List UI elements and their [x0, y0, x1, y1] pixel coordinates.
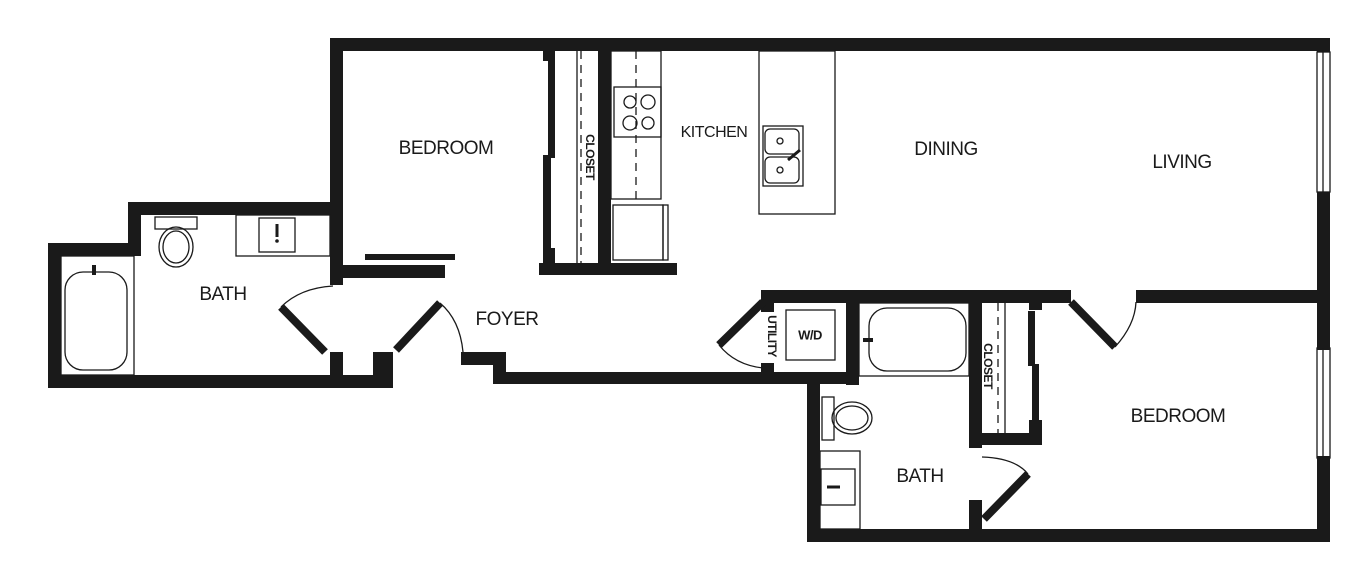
room-label-foyer: FOYER: [475, 309, 539, 330]
doors: [278, 285, 1137, 522]
room-label-living: LIVING: [1152, 152, 1212, 173]
room-label-bath-1: BATH: [199, 284, 247, 305]
room-label-kitchen: KITCHEN: [680, 124, 748, 141]
room-label-utility: UTILITY: [765, 315, 779, 357]
fixtures: [60, 50, 1006, 530]
room-label-bedroom-2: BEDROOM: [1130, 406, 1226, 427]
room-label-closet-2: CLOSET: [981, 343, 995, 389]
room-label-bath-2: BATH: [896, 466, 944, 487]
windows: [1316, 51, 1331, 459]
room-label-dining: DINING: [914, 139, 978, 160]
room-label-bedroom-1: BEDROOM: [398, 138, 494, 159]
room-label-closet-1: CLOSET: [583, 134, 597, 180]
walls: [48, 38, 1330, 542]
appliance-label-washer-dryer: W/D: [798, 327, 822, 343]
